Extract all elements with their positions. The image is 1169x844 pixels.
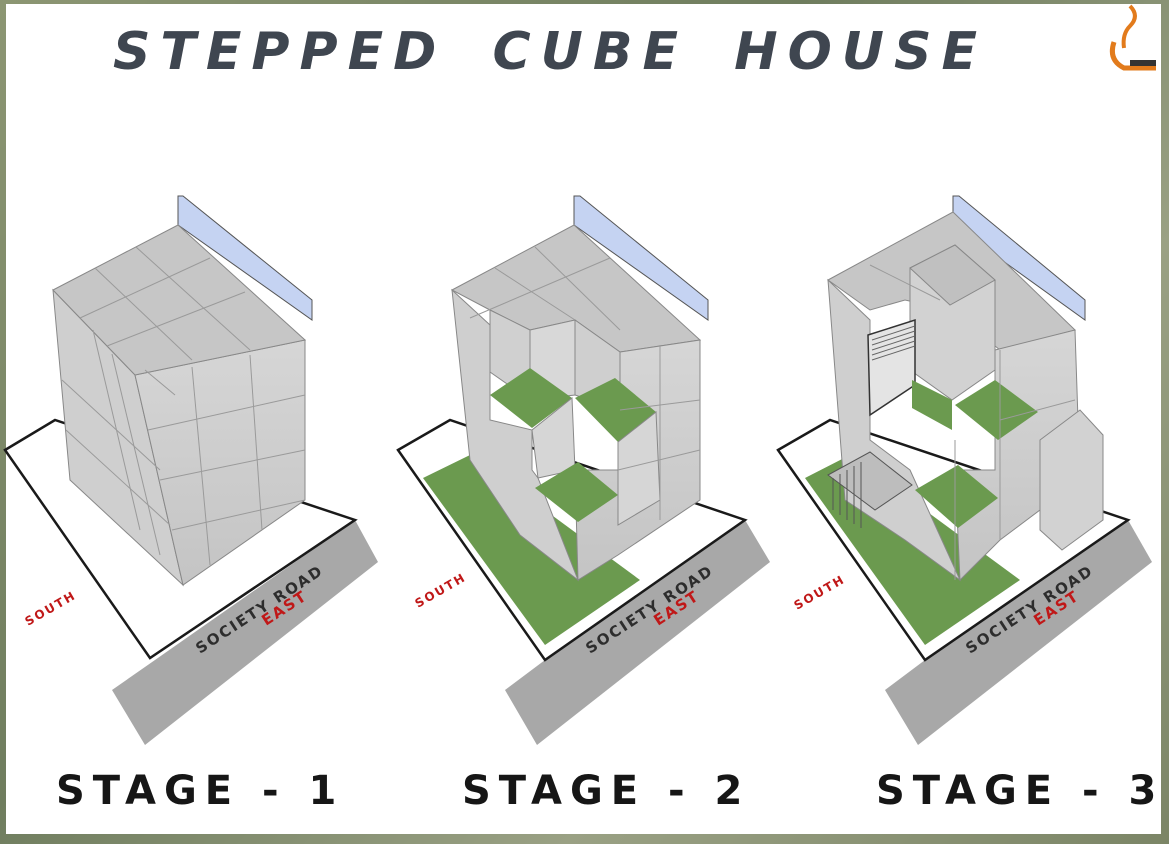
- stage-1-model: SOUTH SOCIETY ROAD EAST: [5, 196, 378, 745]
- page-title: STEPPED CUBE HOUSE: [0, 22, 1100, 82]
- window-frame: [868, 320, 915, 415]
- stage-3-label: STAGE - 3: [876, 768, 1164, 814]
- stage-1-label: STAGE - 1: [56, 768, 344, 814]
- architect-logo-icon: [1100, 2, 1164, 80]
- stage-2-label: STAGE - 2: [462, 768, 750, 814]
- south-label: SOUTH: [413, 570, 469, 611]
- south-label: SOUTH: [792, 572, 848, 613]
- stage-3-model: SOUTH SOCIETY ROAD EAST: [778, 196, 1152, 745]
- south-label: SOUTH: [23, 588, 79, 629]
- stage-2-model: SOUTH SOCIETY ROAD EAST: [398, 196, 770, 745]
